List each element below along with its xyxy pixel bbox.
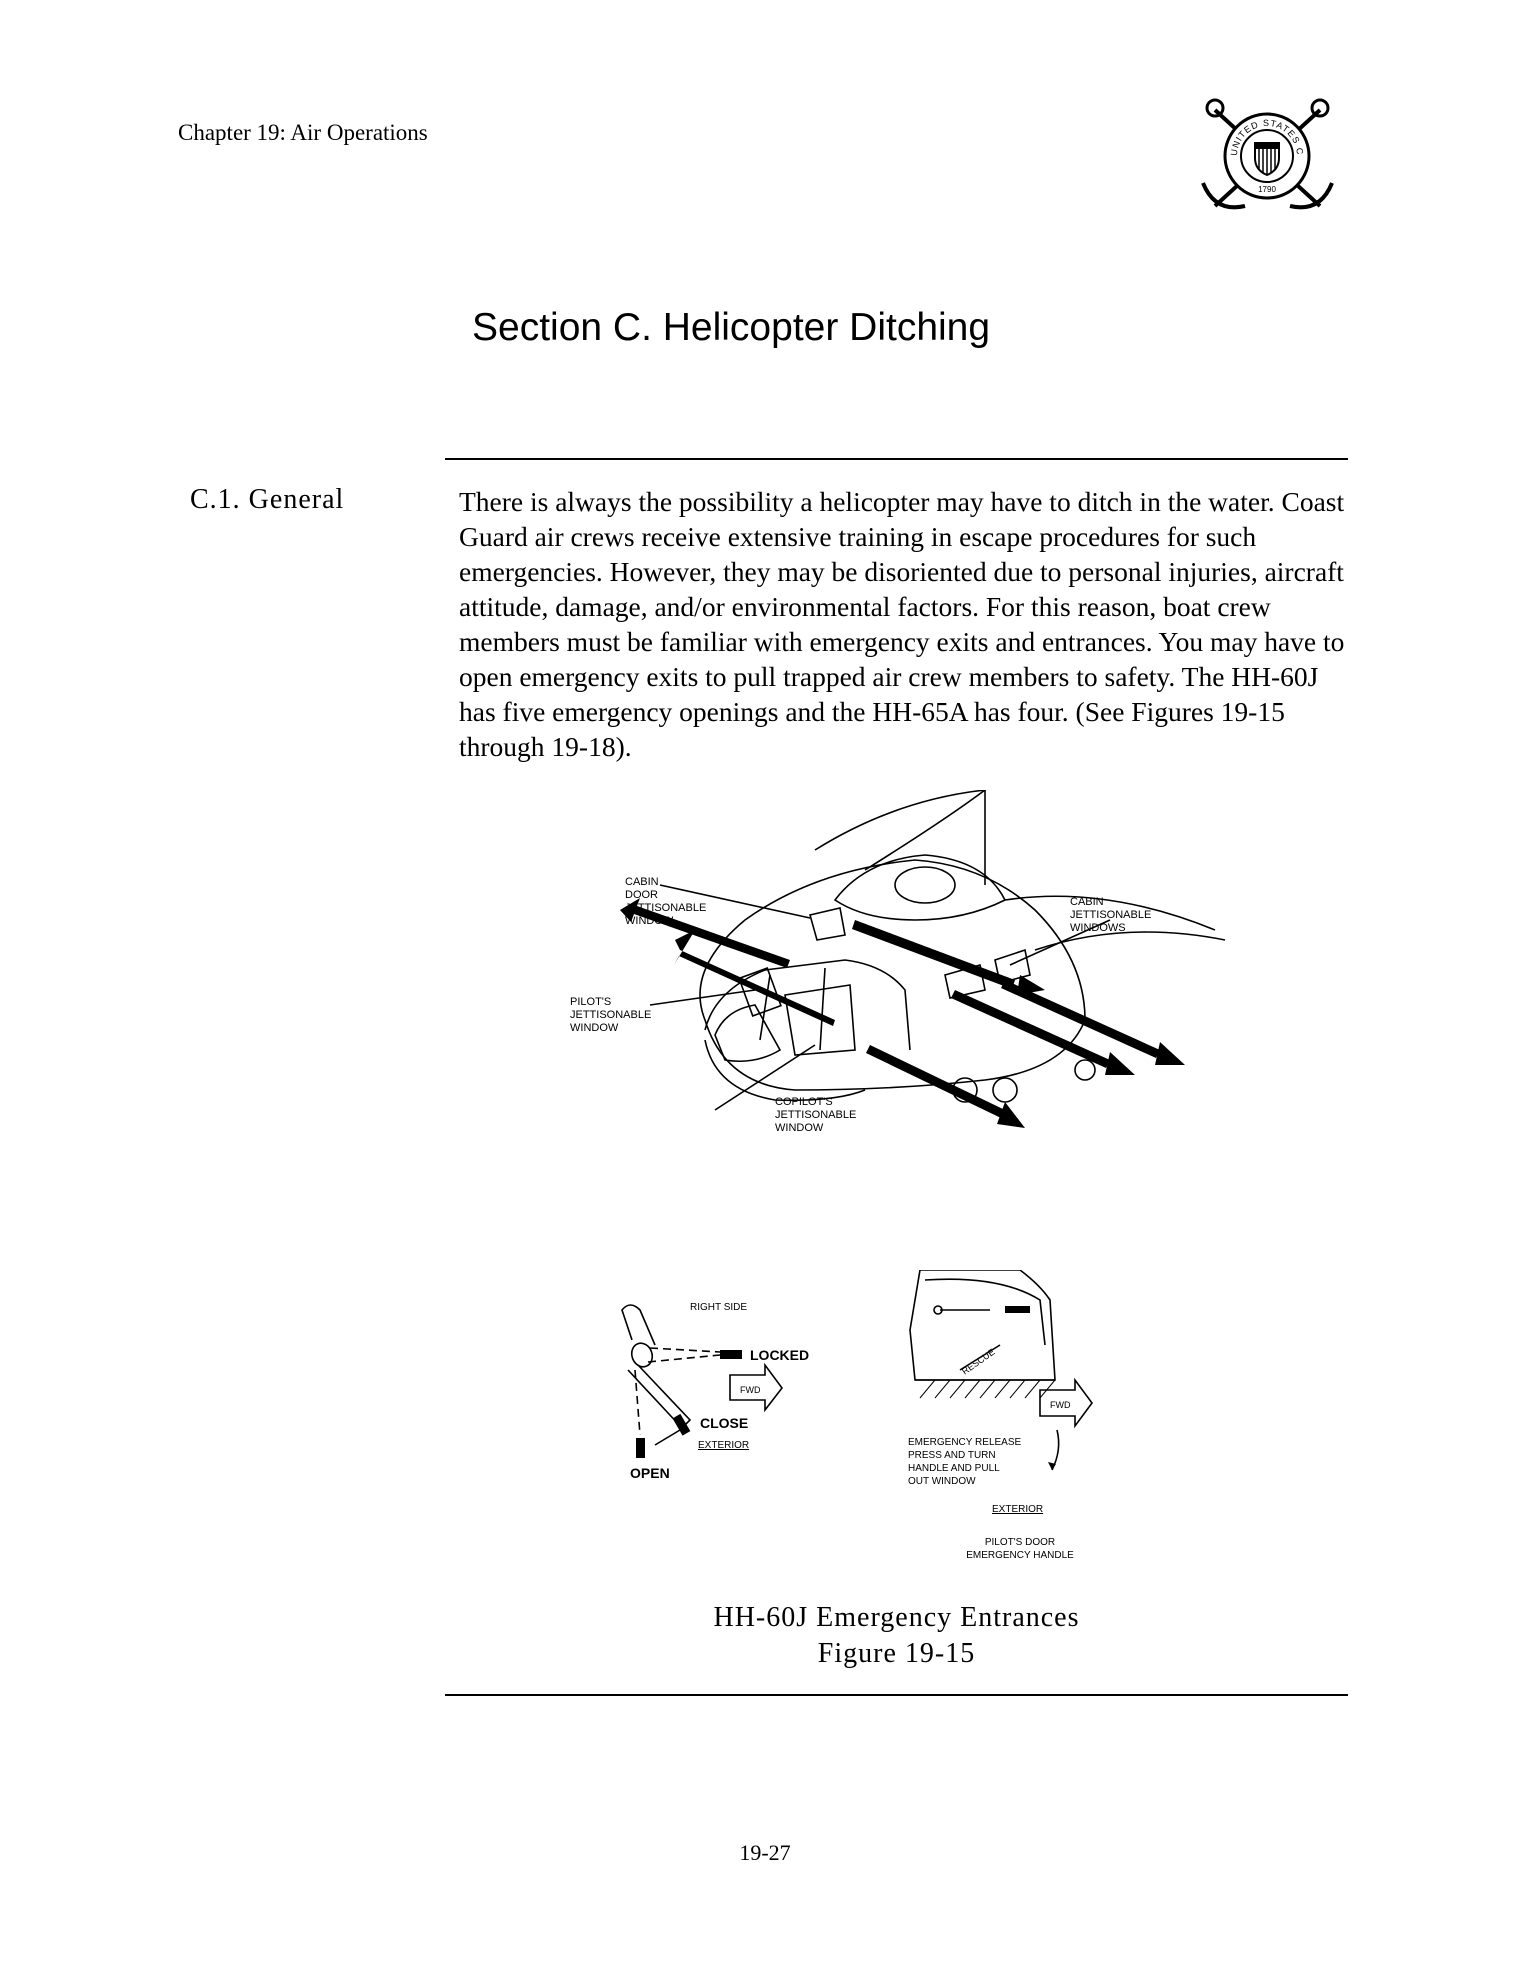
- helicopter-exits-illustration: CABIN DOOR JETTISONABLE WINDOW CABIN JET…: [570, 790, 1226, 1134]
- svg-text:EXTERIOR: EXTERIOR: [992, 1504, 1043, 1515]
- svg-text:RIGHT SIDE: RIGHT SIDE: [690, 1302, 747, 1313]
- svg-text:RESCUE: RESCUE: [960, 1347, 996, 1377]
- chapter-header: Chapter 19: Air Operations: [178, 120, 428, 145]
- svg-text:JETTISONABLE: JETTISONABLE: [775, 1109, 856, 1121]
- svg-text:DOOR: DOOR: [625, 889, 658, 901]
- figure-caption: HH-60J Emergency Entrances Figure 19-15: [445, 1600, 1348, 1672]
- svg-text:CABIN: CABIN: [625, 876, 659, 888]
- page-number: 19-27: [739, 1840, 791, 1865]
- svg-text:WINDOW: WINDOW: [775, 1122, 824, 1134]
- svg-text:PILOT'S: PILOT'S: [570, 996, 611, 1008]
- svg-text:JETTISONABLE: JETTISONABLE: [625, 902, 706, 914]
- svg-text:EMERGENCY RELEASE: EMERGENCY RELEASE: [908, 1437, 1022, 1448]
- svg-text:JETTISONABLE: JETTISONABLE: [1070, 909, 1151, 921]
- svg-text:OUT WINDOW: OUT WINDOW: [908, 1476, 976, 1487]
- figure-number: Figure 19-15: [817, 1638, 976, 1669]
- seal-year: 1790: [1258, 185, 1276, 194]
- svg-text:JETTISONABLE: JETTISONABLE: [570, 1009, 651, 1021]
- svg-text:OPEN: OPEN: [630, 1465, 670, 1481]
- emergency-handle-details: RIGHT SIDE FWD EXTERIOR LOCKED CLOSE OPE…: [621, 1270, 1093, 1561]
- svg-text:COPILOT'S: COPILOT'S: [775, 1096, 833, 1108]
- svg-text:EXTERIOR: EXTERIOR: [698, 1440, 749, 1451]
- figure-title: HH-60J Emergency Entrances: [713, 1602, 1080, 1633]
- svg-text:HANDLE AND PULL: HANDLE AND PULL: [908, 1463, 1000, 1474]
- svg-text:LOCKED: LOCKED: [750, 1347, 809, 1363]
- svg-text:WINDOW: WINDOW: [570, 1022, 619, 1034]
- svg-text:WINDOW: WINDOW: [625, 915, 674, 927]
- section-title: Section C. Helicopter Ditching: [472, 306, 991, 349]
- coast-guard-seal-icon: UNITED STATES COAST GUARD 1790: [1195, 88, 1334, 210]
- svg-text:FWD: FWD: [1050, 1400, 1071, 1410]
- svg-text:PRESS AND TURN: PRESS AND TURN: [908, 1450, 996, 1461]
- body-paragraph: There is always the possibility a helico…: [459, 486, 1345, 762]
- svg-text:FWD: FWD: [740, 1385, 761, 1395]
- svg-text:EMERGENCY HANDLE: EMERGENCY HANDLE: [966, 1550, 1074, 1561]
- svg-text:CLOSE: CLOSE: [700, 1415, 748, 1431]
- top-divider: [445, 458, 1348, 460]
- svg-text:PILOT'S DOOR: PILOT'S DOOR: [985, 1537, 1055, 1548]
- bottom-divider: [445, 1694, 1348, 1696]
- svg-text:CABIN: CABIN: [1070, 896, 1104, 908]
- svg-text:WINDOWS: WINDOWS: [1070, 922, 1126, 934]
- subsection-label: C.1. General: [190, 484, 345, 515]
